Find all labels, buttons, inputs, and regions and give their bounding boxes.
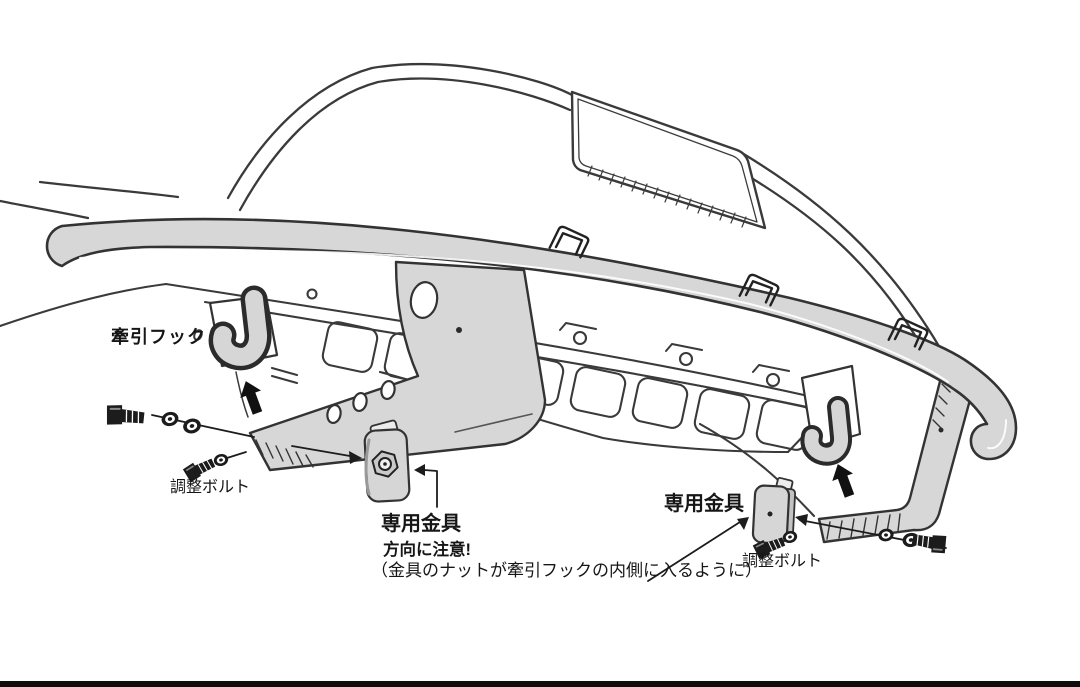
arrowhead	[737, 517, 749, 530]
vent-slot	[569, 366, 627, 418]
fitting-right	[751, 476, 796, 545]
adjust-bolt-left-label: 調整ボルト	[170, 479, 251, 496]
right-main-bolt-assembly	[795, 514, 949, 556]
bull-bar	[45, 217, 1018, 461]
vent-slot	[631, 377, 689, 429]
arrowhead	[795, 514, 808, 526]
bracket-left	[248, 260, 547, 472]
vent-slot	[693, 388, 751, 440]
tow-hook-label: 牽引フック	[111, 327, 206, 347]
vent-slot	[321, 321, 379, 373]
arrowhead	[349, 451, 362, 464]
direction-arrow-left	[240, 381, 263, 415]
fitting-right-label: 専用金具	[664, 493, 744, 515]
tow-hook-right	[800, 364, 862, 466]
arrowhead	[414, 464, 425, 476]
fitting-left-label: 専用金具	[381, 513, 461, 535]
bolt-icon	[103, 402, 146, 430]
direction-arrow-right	[832, 464, 855, 498]
bracket-right	[817, 356, 979, 544]
fitting-left	[363, 419, 411, 503]
left-adjust-bolt-assembly	[181, 451, 247, 484]
tow-hook-left	[208, 285, 279, 371]
license-plate	[570, 90, 767, 230]
direction-note: 方向に注意!	[383, 541, 471, 559]
adjust-bolt-right-label: 調整ボルト	[742, 553, 823, 570]
direction-note-detail: （金具のナットが牽引フックの内側に入るように）	[371, 561, 762, 580]
left-main-bolt-assembly	[103, 402, 255, 438]
leader-arrows	[291, 445, 749, 582]
bottom-bar	[0, 681, 1080, 687]
